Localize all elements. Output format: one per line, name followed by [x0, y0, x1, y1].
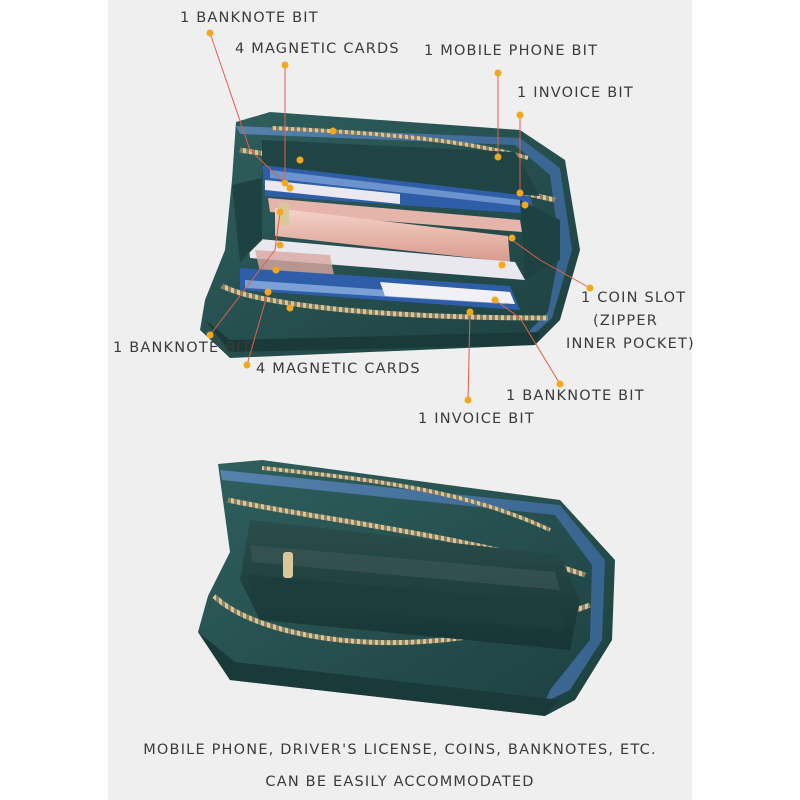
label-mobile-phone-bit: 1 MOBILE PHONE BIT [424, 43, 599, 59]
dot [264, 288, 272, 296]
dot [516, 111, 524, 119]
caption-line-1: MOBILE PHONE, DRIVER'S LICENSE, COINS, B… [143, 742, 657, 758]
dot [494, 153, 502, 161]
dot [281, 179, 289, 187]
label-invoice-bit-top: 1 INVOICE BIT [517, 85, 634, 101]
leader-line [494, 299, 561, 385]
dot [494, 69, 502, 77]
dot [281, 61, 289, 69]
dot [243, 361, 251, 369]
dot [272, 266, 280, 274]
dot [206, 331, 214, 339]
dot [466, 308, 474, 316]
label-coin-slot-pocket: INNER POCKET) [566, 336, 695, 352]
dot [329, 127, 337, 135]
dot [464, 396, 472, 404]
dot [508, 234, 516, 242]
leader-line [209, 211, 281, 336]
dot [516, 189, 524, 197]
leader-line [511, 239, 591, 289]
dot [586, 284, 594, 292]
label-invoice-bit-bottom: 1 INVOICE BIT [418, 411, 535, 427]
dot [206, 29, 214, 37]
caption-line-2: CAN BE EASILY ACCOMMODATED [265, 774, 535, 790]
leader-line [467, 311, 471, 401]
label-banknote-bit-left: 1 BANKNOTE BIT [113, 340, 252, 356]
dot [556, 380, 564, 388]
dot [521, 201, 529, 209]
leader-line [209, 32, 291, 189]
dot [286, 184, 294, 192]
label-banknote-bit-right: 1 BANKNOTE BIT [506, 388, 645, 404]
dot [296, 156, 304, 164]
leader-line [246, 291, 269, 366]
dot [276, 208, 284, 216]
wallet-open-empty [198, 460, 615, 716]
leader-dots [206, 29, 594, 404]
dot [286, 304, 294, 312]
dot [498, 261, 506, 269]
label-banknote-bit-top: 1 BANKNOTE BIT [180, 10, 319, 26]
dot [491, 296, 499, 304]
leader-lines [209, 32, 591, 401]
label-coin-slot-zipper: (ZIPPER [593, 313, 658, 329]
label-magnetic-cards-top: 4 MAGNETIC CARDS [235, 41, 400, 57]
dot [276, 241, 284, 249]
label-magnetic-cards-bottom: 4 MAGNETIC CARDS [256, 361, 421, 377]
wallet-open-with-contents [200, 112, 580, 358]
label-coin-slot: 1 COIN SLOT [581, 290, 687, 306]
